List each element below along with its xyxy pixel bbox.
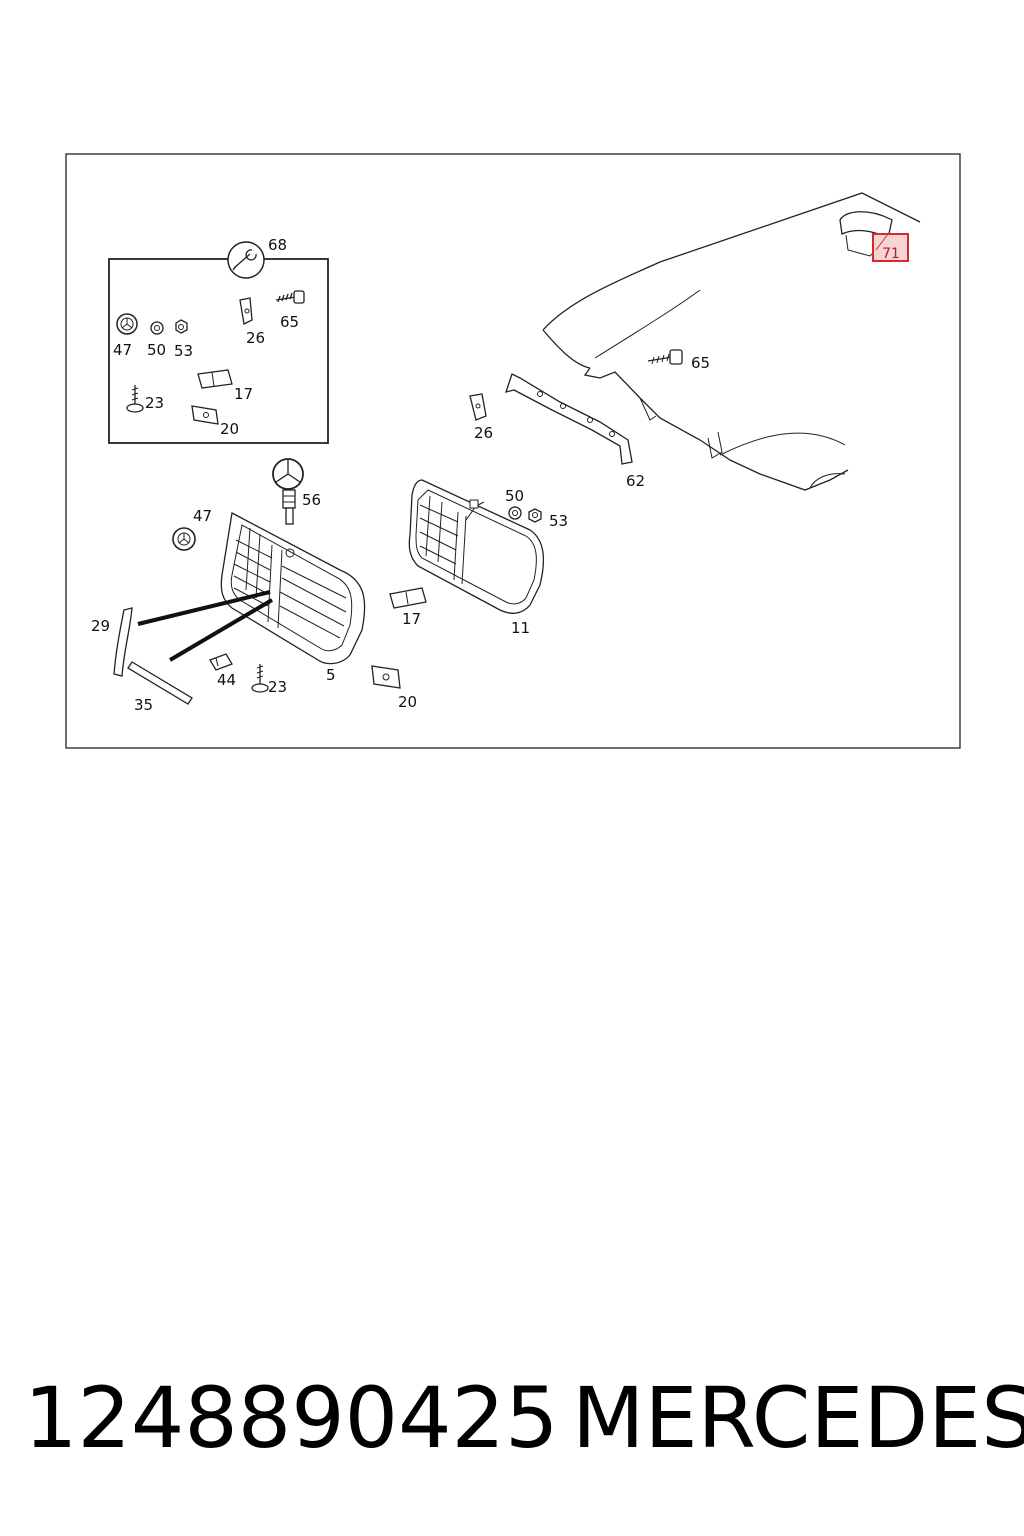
label-inset-50: 50 — [147, 341, 166, 359]
trim-line-lower — [168, 598, 274, 662]
label-17: 17 — [402, 610, 421, 628]
grille-11 — [408, 479, 545, 614]
wrench-icon — [227, 241, 265, 279]
label-inset-47: 47 — [113, 341, 132, 359]
label-50: 50 — [505, 487, 524, 505]
label-35: 35 — [134, 696, 153, 714]
screw-icon — [275, 290, 305, 304]
clip-icon — [371, 665, 401, 689]
nut-icon — [175, 319, 188, 334]
trim-line-upper — [137, 590, 271, 626]
star-emblem — [272, 458, 304, 525]
label-inset-23: 23 — [145, 394, 164, 412]
label-68: 68 — [268, 236, 287, 254]
label-56: 56 — [302, 491, 321, 509]
washer-icon — [508, 506, 522, 520]
clip-icon — [469, 393, 487, 421]
label-11: 11 — [511, 619, 530, 637]
clip-icon — [191, 405, 219, 425]
label-29: 29 — [91, 617, 110, 635]
clip-icon — [239, 297, 253, 325]
label-62: 62 — [626, 472, 645, 490]
nut-icon — [528, 508, 542, 523]
diagram-frame — [65, 153, 961, 749]
brand-name: MERCEDES — [572, 1369, 1024, 1467]
label-71: 71 — [882, 246, 900, 262]
bracket-icon — [389, 587, 427, 609]
label-hood-65: 65 — [691, 354, 710, 372]
washer-icon — [150, 321, 164, 335]
part-number: 1248890425 — [24, 1369, 559, 1467]
label-inset-20: 20 — [220, 420, 239, 438]
badge-icon — [116, 313, 138, 335]
label-inset-65: 65 — [280, 313, 299, 331]
hood — [542, 192, 921, 491]
label-5: 5 — [326, 666, 336, 684]
leader-71 — [875, 233, 889, 251]
label-53: 53 — [549, 512, 568, 530]
screw-icon — [647, 349, 683, 365]
clip-icon — [209, 653, 233, 671]
screw-icon — [251, 664, 269, 693]
screw-icon — [126, 385, 144, 413]
label-47: 47 — [193, 507, 212, 525]
label-20: 20 — [398, 693, 417, 711]
seal-strip — [505, 373, 633, 465]
label-44: 44 — [217, 671, 236, 689]
badge-icon — [172, 527, 196, 551]
label-26: 26 — [474, 424, 493, 442]
label-inset-17: 17 — [234, 385, 253, 403]
label-23: 23 — [268, 678, 287, 696]
label-inset-53: 53 — [174, 342, 193, 360]
footer: 1248890425 MERCEDES — [20, 1368, 1024, 1468]
parts-diagram: 68 65 26 47 50 53 17 23 — [65, 153, 961, 749]
inset-box — [108, 258, 329, 444]
trim-strip-29 — [113, 607, 133, 677]
bracket-icon — [197, 369, 233, 389]
trim-strip-35 — [127, 661, 193, 705]
highlight-box-71 — [872, 233, 909, 262]
label-inset-26: 26 — [246, 329, 265, 347]
grille-5 — [220, 512, 366, 665]
